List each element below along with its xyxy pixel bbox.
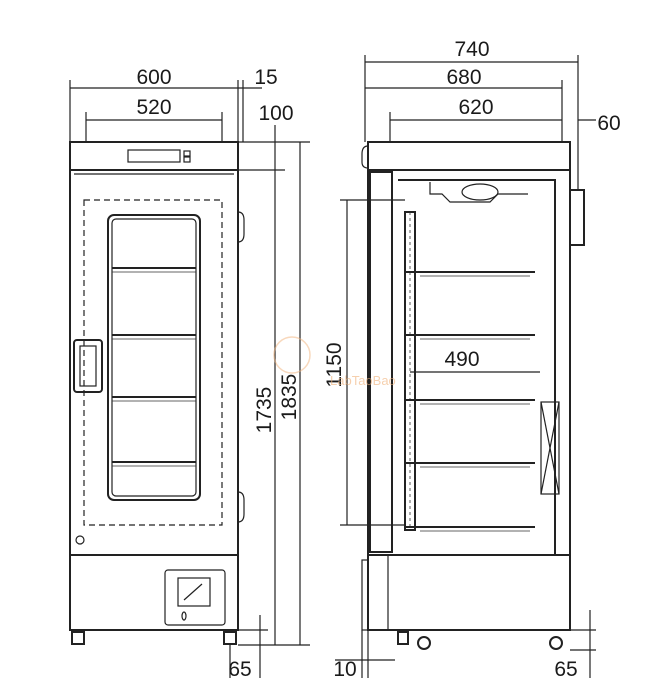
glass-window: [107, 214, 201, 501]
rear-offset-dimension: 60: [597, 112, 620, 135]
width-dimension: 600: [136, 66, 171, 89]
inner-width-dimension: 520: [136, 96, 171, 119]
foot: [71, 631, 85, 645]
depth-dimension: 740: [454, 38, 489, 61]
side-base: [367, 554, 571, 631]
rear-unit: [569, 189, 585, 246]
foot: [223, 631, 237, 645]
top-height-dimension: 100: [258, 102, 293, 125]
front-body: [69, 169, 239, 556]
foot: [397, 631, 409, 645]
door-handle: [73, 339, 103, 393]
side-shelves: [405, 271, 535, 532]
gauge: [177, 577, 211, 607]
foot-dimension: 65: [228, 658, 251, 681]
lock-icon: [75, 535, 85, 545]
door-section: [369, 171, 393, 553]
panel-button: [183, 150, 191, 157]
control-panel: [127, 149, 181, 163]
watermark-text: LabTaoBao: [330, 373, 396, 388]
fan-duct: [429, 182, 528, 203]
side-view: 740 680 620 60 1150 490 10 65: [323, 38, 621, 681]
door-gap-dimension: 10: [333, 658, 356, 681]
panel-button: [183, 156, 191, 163]
caster-dimension: 65: [554, 658, 577, 681]
body-depth-dimension: 680: [446, 66, 481, 89]
front-base: [69, 554, 239, 631]
side-top-box: [367, 141, 571, 171]
interior-outline: [398, 179, 556, 555]
hinge: [237, 211, 245, 243]
door-outline-dashed: [83, 199, 223, 526]
front-view: 600 520 15 100 1735 1835 65: [69, 66, 310, 681]
fan: [461, 183, 499, 201]
hinge: [237, 491, 245, 523]
watermark-logo: LabTaoBao: [273, 336, 396, 388]
base-panel: [164, 569, 226, 626]
front-top-box: [69, 141, 239, 171]
height-dimension: 1735: [253, 387, 276, 434]
vent-box: [540, 401, 560, 495]
front-shelves: [112, 267, 196, 467]
rack-height-dimension: 1150: [323, 342, 346, 387]
caster: [549, 636, 563, 650]
total-height-dimension: 1835: [278, 374, 301, 421]
inner-depth-dimension: 620: [458, 96, 493, 119]
shelf-depth-dimension: 490: [444, 348, 479, 371]
caster: [417, 636, 431, 650]
side-offset-dimension: 15: [254, 66, 277, 89]
